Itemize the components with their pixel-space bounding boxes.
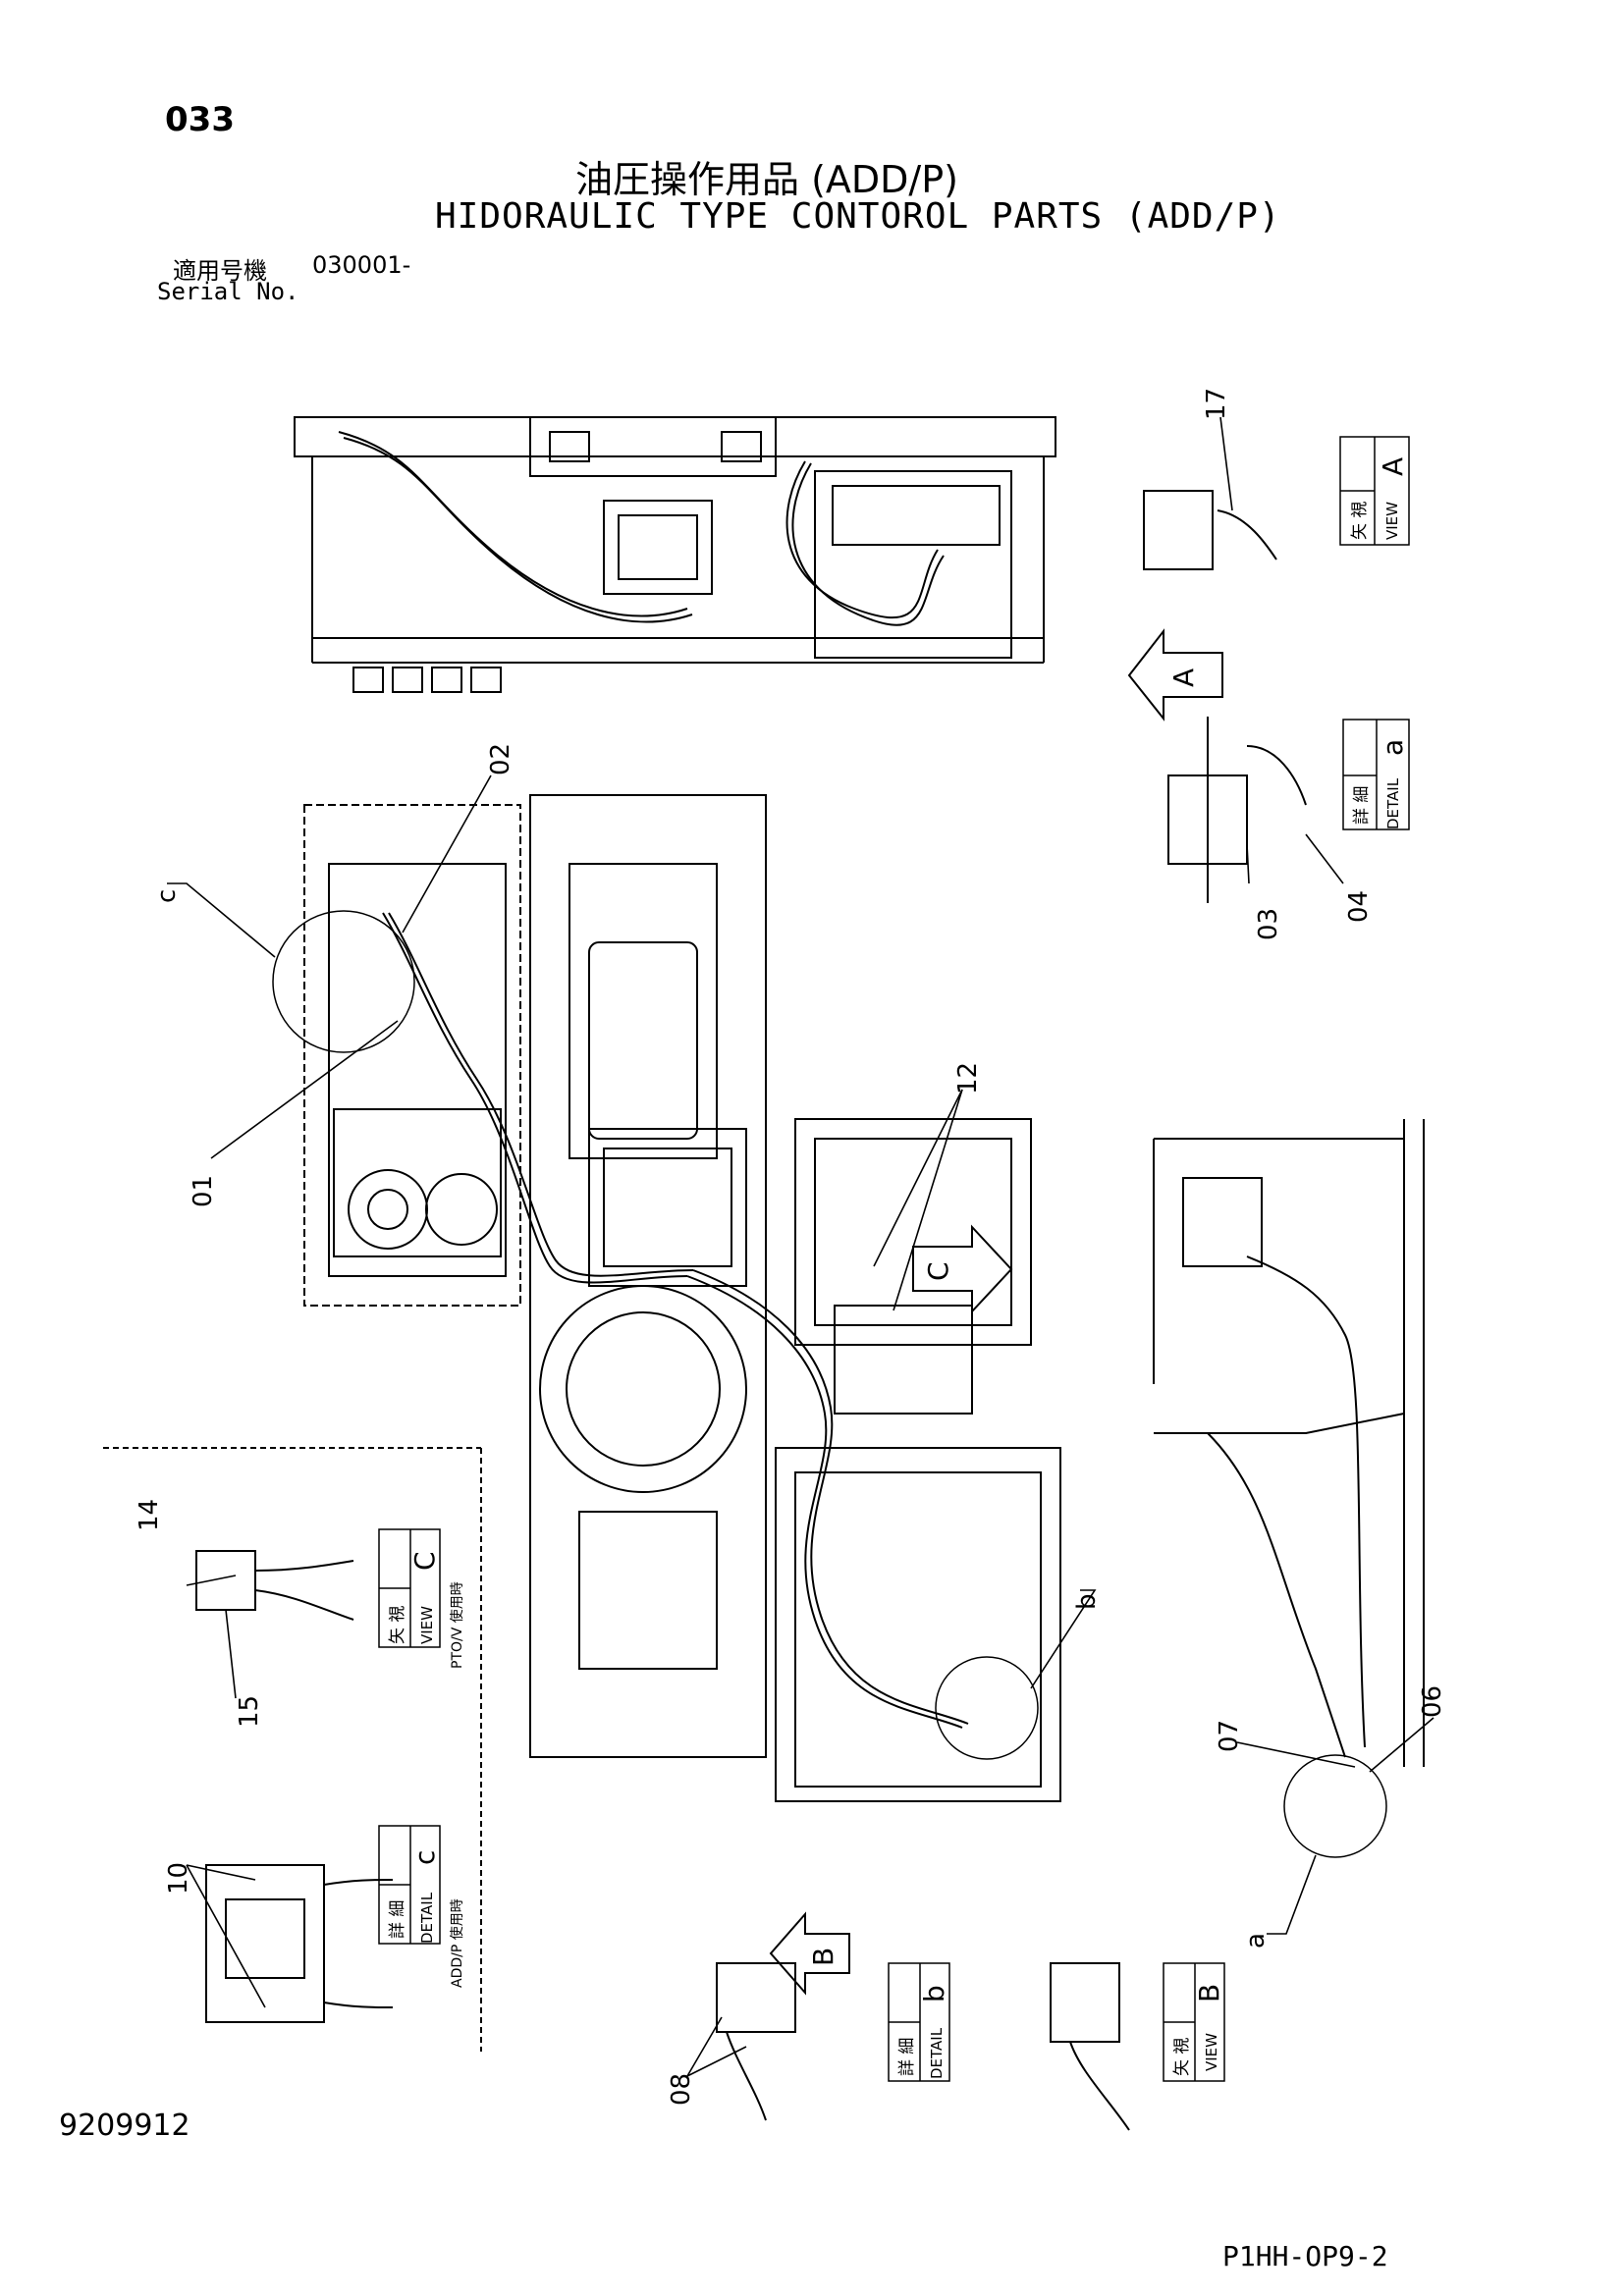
view-a-jp: 矢 視 xyxy=(1350,502,1370,540)
detail-a-jp: 詳 細 xyxy=(1352,786,1372,825)
callout-10: 10 xyxy=(164,1862,193,1895)
arrow-a-letter: A xyxy=(1167,668,1200,687)
serial-value: 030001- xyxy=(312,251,411,279)
title-english: HIDORAULIC TYPE CONTOROL PARTS (ADD/P) xyxy=(435,196,1281,237)
detail-c-letter: c xyxy=(408,1850,441,1865)
view-b-letter: B xyxy=(1193,1984,1225,2002)
detail-c-jp: 詳 細 xyxy=(388,1900,407,1939)
serial-label-japanese: 適用号機 xyxy=(173,257,267,285)
view-c-letter: C xyxy=(408,1551,441,1571)
sheet-code: P1HH-OP9-2 xyxy=(1222,2240,1388,2272)
callout-06: 06 xyxy=(1418,1685,1447,1718)
callout-07: 07 xyxy=(1215,1720,1244,1752)
arrow-c-letter: C xyxy=(922,1261,954,1281)
callout-04: 04 xyxy=(1344,890,1374,923)
view-b-jp: 矢 視 xyxy=(1172,2038,1192,2076)
view-b-en: VIEW xyxy=(1203,2033,1220,2071)
callout-15: 15 xyxy=(235,1695,264,1728)
detail-b-jp: 詳 細 xyxy=(897,2038,917,2076)
callout-02: 02 xyxy=(486,743,515,775)
callout-01: 01 xyxy=(189,1175,218,1207)
serial-label-english: Serial No. xyxy=(157,278,299,305)
leader-lines xyxy=(167,416,1435,2077)
detail-sketches xyxy=(103,490,1307,2131)
side-view xyxy=(1153,1119,1425,1858)
detail-a-letter: a xyxy=(1377,739,1409,756)
detail-b-en: DETAIL xyxy=(928,2027,946,2079)
detail-c-en: DETAIL xyxy=(418,1892,436,1944)
callout-03: 03 xyxy=(1254,908,1283,940)
callout-14: 14 xyxy=(135,1499,164,1531)
document-number: 9209912 xyxy=(59,2109,190,2143)
view-c-note: PTO/V 使用時 xyxy=(449,1581,465,1669)
view-c-jp: 矢 視 xyxy=(388,1606,407,1644)
detail-a-en: DETAIL xyxy=(1384,777,1402,829)
label-boxes xyxy=(378,436,1410,2082)
title-japanese: 油圧操作用品 (ADD/P) xyxy=(575,158,958,201)
page-number: 033 xyxy=(165,100,235,139)
view-a-letter: A xyxy=(1377,457,1409,476)
callout-12: 12 xyxy=(953,1062,983,1095)
view-c-en: VIEW xyxy=(418,1606,436,1644)
callout-b: b xyxy=(1072,1593,1102,1610)
top-frame-view xyxy=(294,416,1056,693)
callout-a: a xyxy=(1241,1933,1271,1949)
detail-c-note: ADD/P 使用時 xyxy=(449,1898,465,1988)
main-chassis-view xyxy=(272,794,1061,1802)
callout-17: 17 xyxy=(1202,388,1231,420)
callout-08: 08 xyxy=(667,2073,696,2106)
direction-arrows xyxy=(769,628,1223,1996)
view-a-en: VIEW xyxy=(1383,502,1401,540)
detail-b-letter: b xyxy=(918,1985,950,2002)
arrow-b-letter: B xyxy=(807,1948,839,1966)
callout-c: c xyxy=(152,889,182,903)
